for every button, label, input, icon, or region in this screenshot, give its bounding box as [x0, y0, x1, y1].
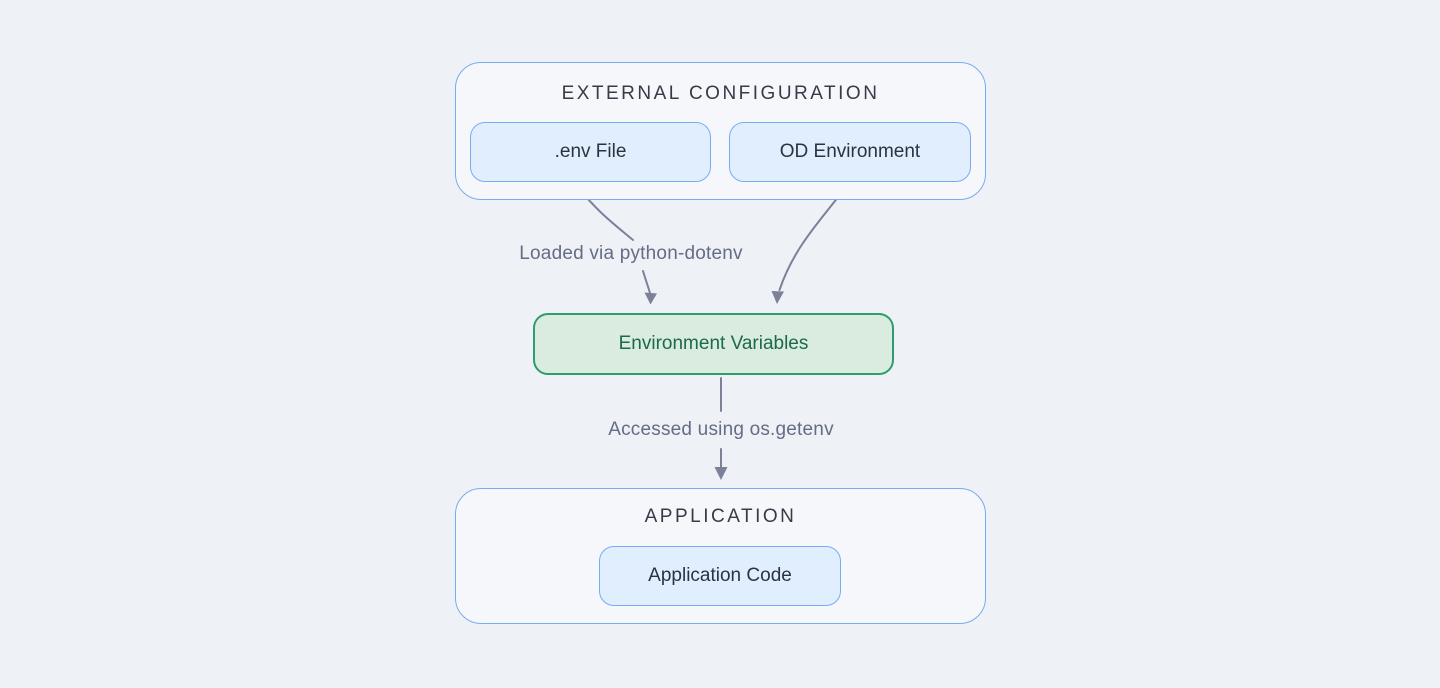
node-env-file-label: .env File	[554, 141, 627, 162]
node-od-environment-label: OD Environment	[779, 141, 921, 162]
arrowhead-env-file	[644, 292, 657, 305]
node-env-file: .env File	[470, 122, 711, 182]
node-od-environment: OD Environment	[729, 122, 971, 182]
arrow-env-file-to-env-vars-lower	[642, 270, 652, 296]
node-application-code: Application Code	[599, 546, 841, 606]
node-environment-variables: Environment Variables	[533, 313, 894, 375]
group-application-title: APPLICATION	[644, 506, 797, 527]
node-environment-variables-label: Environment Variables	[618, 333, 809, 354]
arrow-od-env-to-env-vars	[778, 186, 847, 291]
node-application-code-label: Application Code	[648, 565, 792, 586]
edge-label-accessed-using-os-getenv: Accessed using os.getenv	[608, 419, 834, 440]
group-external-configuration-title: EXTERNAL CONFIGURATION	[561, 83, 880, 104]
arrowhead-od-env	[771, 291, 784, 304]
arrowhead-app	[714, 467, 728, 480]
edge-label-loaded-via-python-dotenv: Loaded via python-dotenv	[519, 243, 743, 264]
